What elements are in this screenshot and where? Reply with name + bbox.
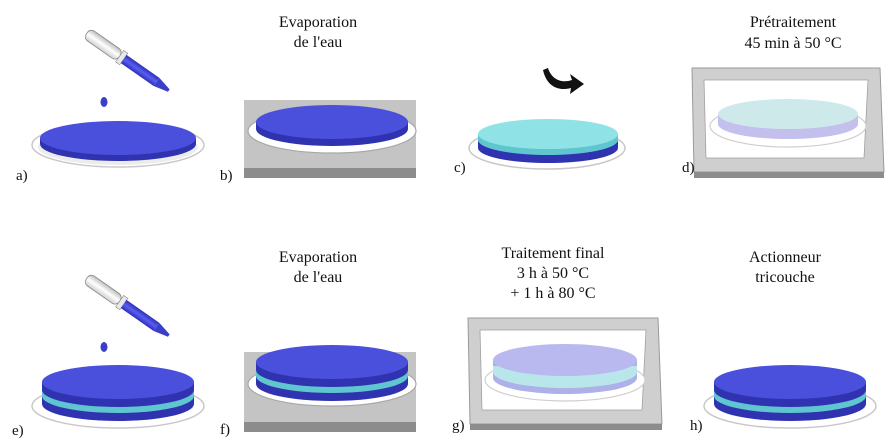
panel-letter: c) xyxy=(454,160,466,176)
dropper-icon xyxy=(84,29,170,92)
panel-d: Prétraitement 45 min à 50 °C d) xyxy=(682,14,885,178)
panel-letter: d) xyxy=(682,160,695,176)
panel-title-line: Evaporation xyxy=(279,14,357,31)
dropper-icon xyxy=(84,274,170,337)
panel-h: Actionneur tricouche h) xyxy=(690,249,877,434)
panel-title-line: de l'eau xyxy=(294,269,343,286)
panel-e: e) xyxy=(12,274,205,439)
trilayer-disc-icon xyxy=(703,365,877,429)
panel-b: Evaporation de l'eau b) xyxy=(220,14,417,184)
panel-title-line: Traitement final xyxy=(502,245,606,262)
panel-letter: h) xyxy=(690,418,703,434)
panel-c: c) xyxy=(454,68,626,176)
panel-title-line: Evaporation xyxy=(279,249,357,266)
panel-letter: e) xyxy=(12,423,24,439)
panel-a: a) xyxy=(16,29,205,184)
panel-letter: g) xyxy=(452,418,465,434)
panel-f: Evaporation de l'eau f) xyxy=(220,249,417,438)
panel-title-line: 3 h à 50 °C xyxy=(517,265,589,282)
panel-letter: f) xyxy=(220,422,230,438)
flip-arrow-icon xyxy=(543,68,584,94)
panel-g: Traitement final 3 h à 50 °C + 1 h à 80 … xyxy=(452,245,663,434)
panel-title-line: tricouche xyxy=(755,269,815,286)
panel-title-line: Actionneur xyxy=(749,249,822,266)
panel-title-line: 45 min à 50 °C xyxy=(744,35,841,52)
panel-letter: b) xyxy=(220,168,233,184)
panel-title-line: de l'eau xyxy=(294,34,343,51)
panel-title-line: + 1 h à 80 °C xyxy=(510,285,595,302)
panel-letter: a) xyxy=(16,168,28,184)
panel-title-line: Prétraitement xyxy=(750,14,837,31)
drop xyxy=(100,97,108,107)
